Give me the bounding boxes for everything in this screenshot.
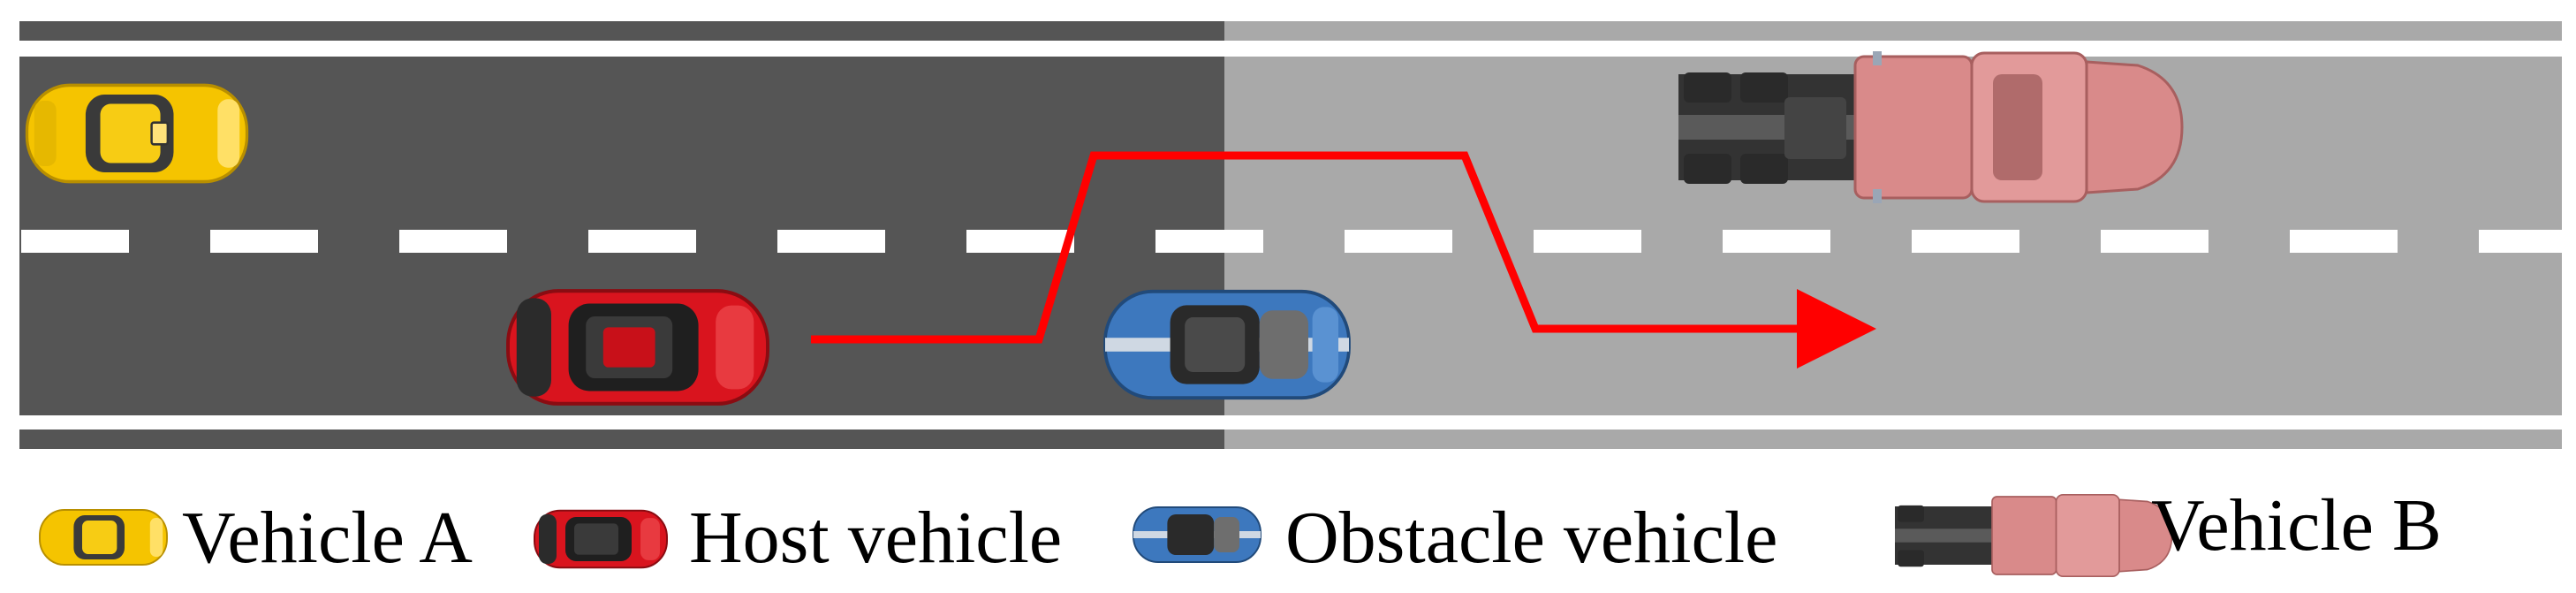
lane-dash — [1155, 230, 1263, 253]
lane-dash — [399, 230, 507, 253]
legend: Vehicle A Host vehicle Obstacle vehicle — [39, 484, 2442, 579]
legend-vehicle-b-icon — [1895, 493, 2173, 578]
lane-dash — [1723, 230, 1830, 253]
road-shoulder-top-dark — [19, 21, 1224, 41]
lane-dash — [21, 230, 129, 253]
legend-obstacle-vehicle-label: Obstacle vehicle — [1285, 497, 1777, 579]
lane-dash — [2479, 230, 2562, 253]
lane-dash — [1345, 230, 1452, 253]
legend-vehicle-a-icon — [39, 509, 168, 566]
legend-host-vehicle-label: Host vehicle — [689, 497, 1062, 579]
lane-dash — [588, 230, 696, 253]
road-shoulder-bottom-dark — [19, 430, 1224, 449]
legend-vehicle-b-label: Vehicle B — [2151, 484, 2442, 566]
red-car-top-view-icon — [506, 289, 769, 406]
taxi-top-view-icon — [25, 83, 249, 184]
lane-divider-dashed — [21, 230, 2562, 253]
legend-host-vehicle-icon — [534, 509, 668, 569]
road-shoulder-top-light — [1224, 21, 2562, 41]
host-trajectory-line — [811, 151, 1876, 369]
legend-vehicle-a-label: Vehicle A — [182, 497, 473, 579]
lane-dash — [1912, 230, 2019, 253]
legend-obstacle-vehicle-icon — [1133, 506, 1261, 563]
lane-dash — [2290, 230, 2398, 253]
lane-dash — [2101, 230, 2209, 253]
lane-dash — [777, 230, 885, 253]
lane-dash — [210, 230, 318, 253]
blue-car-top-view-icon — [1103, 289, 1351, 400]
road-shoulder-bottom-light — [1224, 430, 2562, 449]
lane-dash — [1534, 230, 1641, 253]
lane-dash — [966, 230, 1074, 253]
truck-top-view-icon — [1678, 51, 2184, 203]
